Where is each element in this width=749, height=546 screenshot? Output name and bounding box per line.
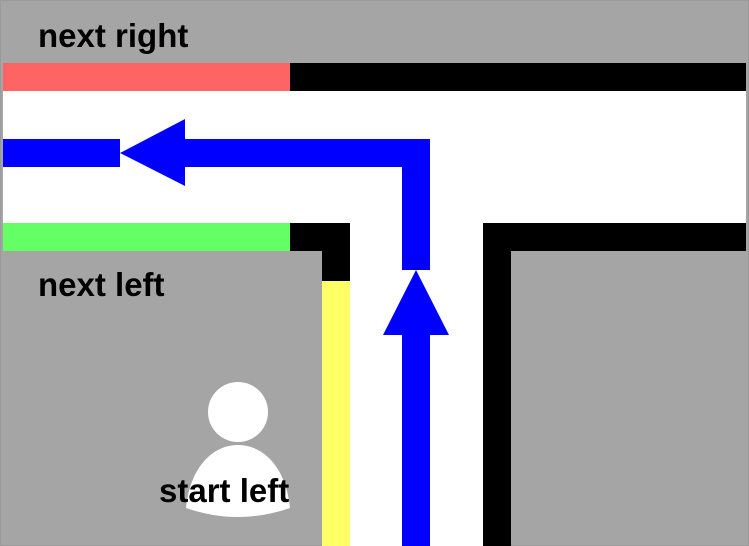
bottom-right-wall: [483, 223, 746, 251]
start-left-label: start left: [159, 472, 289, 509]
start-left-marker: [322, 281, 350, 546]
next-right-label: next right: [38, 17, 188, 54]
right-vertical-wall: [483, 223, 511, 546]
path-vertical-segment: [402, 335, 430, 546]
person-head: [208, 382, 268, 442]
path-horizontal-tail: [3, 139, 120, 167]
path-left-arrowhead: [120, 119, 185, 186]
left-vertical-wall: [322, 223, 350, 281]
next-left-label: next left: [38, 266, 165, 303]
path-horizontal-segment: [185, 139, 430, 167]
next-right-marker: [3, 63, 290, 91]
path-up-arrowhead: [383, 270, 449, 335]
next-left-marker: [3, 223, 290, 251]
person-icon: [186, 382, 290, 517]
top-wall: [290, 63, 746, 91]
arrow-path-icon: [3, 119, 449, 546]
person-body: [186, 445, 290, 517]
